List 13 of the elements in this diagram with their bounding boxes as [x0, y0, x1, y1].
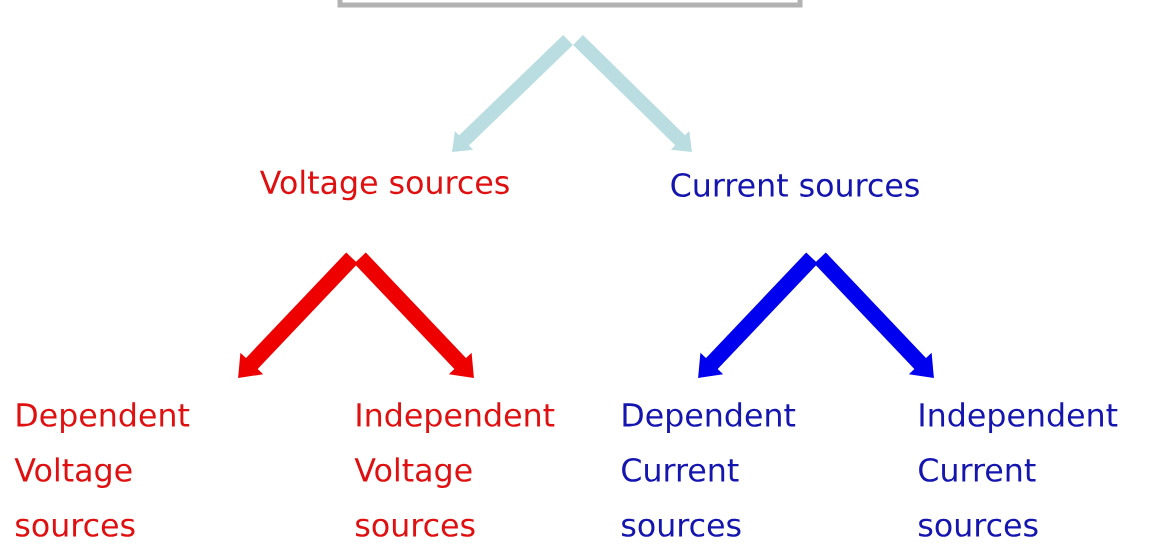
category-label: Voltage sources [260, 169, 509, 201]
arrow [452, 34, 573, 152]
category-label: Independent Current sources [919, 402, 1118, 537]
arrow [698, 252, 818, 378]
category-label: Dependent Current sources [622, 402, 796, 537]
arrow [814, 252, 934, 378]
arrow [354, 252, 474, 378]
category-label: Independent Voltage sources [354, 402, 555, 537]
category-label: Current sources [671, 173, 919, 197]
arrow [238, 252, 358, 378]
category-label: Dependent Voltage sources [14, 402, 190, 537]
title-box [337, 0, 803, 8]
arrow [573, 35, 692, 152]
